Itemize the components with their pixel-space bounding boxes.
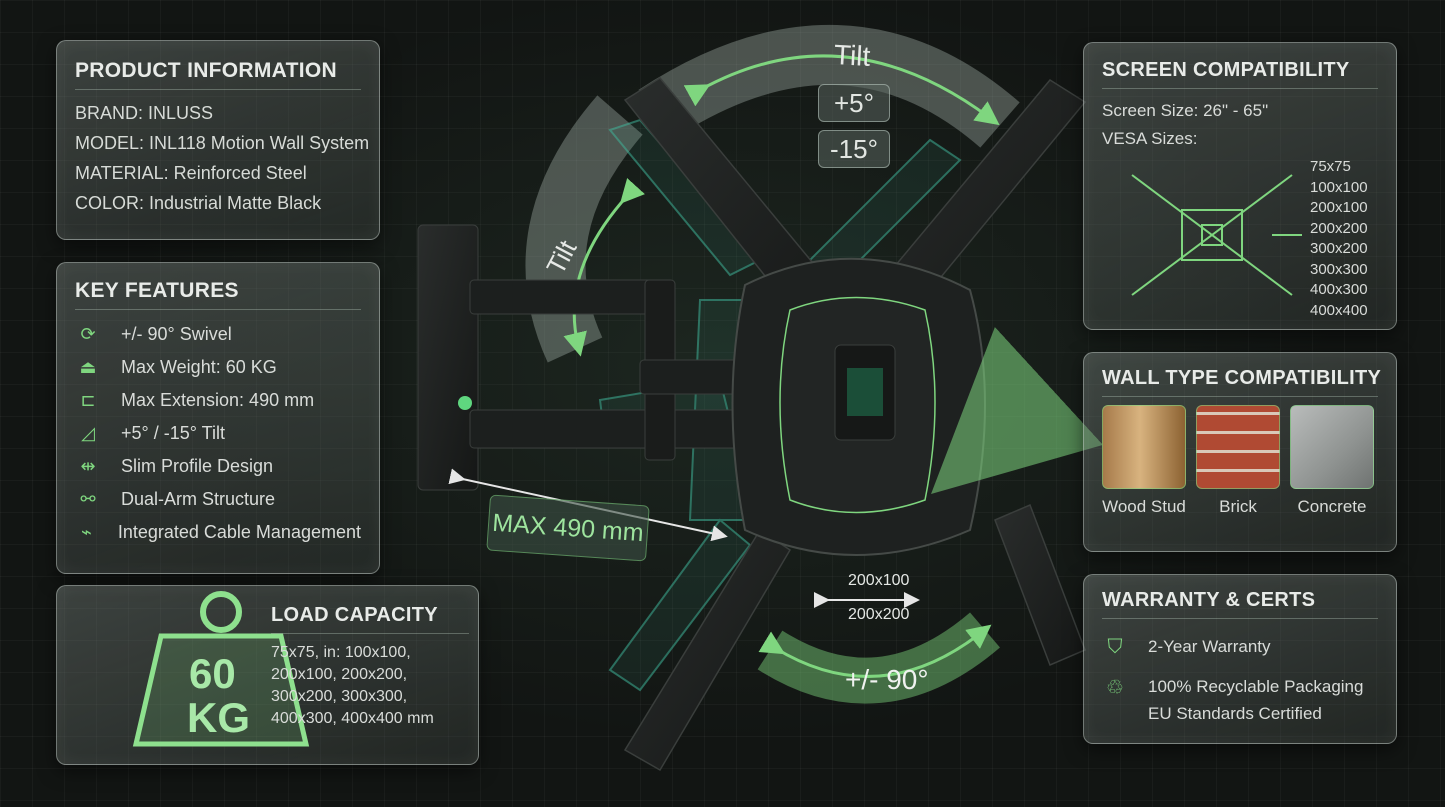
load-line: 400x300, 400x400 mm [271, 710, 434, 727]
vesa-size: 400x400 [1310, 301, 1368, 319]
warranty-panel: WARRANTY & CERTS ⛉ 2-Year Warranty ♲ 100… [1083, 574, 1397, 744]
wall-type-brick: Brick [1196, 405, 1280, 517]
product-info-panel: PRODUCT INFORMATION BRAND: INLUSS MODEL:… [56, 40, 380, 240]
feature-label: Integrated Cable Management [117, 522, 361, 542]
shield-icon: ⛉ [1107, 635, 1123, 658]
slim-profile-icon: ⇹ [80, 456, 96, 476]
wall-type-wood: Wood Stud [1102, 405, 1186, 517]
feature-label: Slim Profile Design [121, 456, 274, 476]
tilt-down-value: -15° [818, 130, 890, 168]
tilt-top-label: Tilt [833, 39, 872, 72]
feature-dual-arm: ⚯ Dual-Arm Structure [75, 483, 361, 516]
load-capacity-panel: 60 KG LOAD CAPACITY 75x75, in: 100x100, … [56, 585, 479, 765]
vesa-size: 200x100 [1310, 199, 1368, 216]
vesa-size: 300x200 [1310, 240, 1368, 257]
feature-label: +/- 90° Swivel [121, 324, 232, 344]
vesa-size: 75x75 [1310, 158, 1351, 175]
screen-compat-panel: SCREEN COMPATIBILITY Screen Size: 26" - … [1083, 42, 1397, 330]
wall-type-label: Wood Stud [1102, 497, 1186, 516]
eu-cert-label: EU Standards Certified [1148, 704, 1322, 723]
hole-spacing-2: 200x200 [848, 606, 910, 623]
key-features-title: KEY FEATURES [75, 279, 361, 310]
swivel-label: +/- 90° [845, 664, 929, 695]
warranty-label: 2-Year Warranty [1148, 637, 1271, 656]
vesa-size: 300x300 [1310, 260, 1368, 278]
tilt-icon: ◿ [81, 423, 95, 443]
vesa-size: 400x300 [1310, 281, 1368, 298]
wall-type-panel: WALL TYPE COMPATIBILITY Wood Stud Brick … [1083, 352, 1397, 552]
feature-extension: ⊏ Max Extension: 490 mm [75, 384, 361, 417]
wall-type-concrete: Concrete [1290, 405, 1374, 517]
feature-weight: ⏏ Max Weight: 60 KG [75, 351, 361, 384]
feature-label: Dual-Arm Structure [121, 489, 276, 509]
color-line: COLOR: Industrial Matte Black [75, 193, 322, 213]
vesa-size: 200x200 [1310, 219, 1368, 237]
feature-label: Max Weight: 60 KG [121, 357, 277, 377]
concrete-icon [1290, 405, 1374, 489]
screen-compat-title: SCREEN COMPATIBILITY [1102, 59, 1378, 89]
load-line: 200x100, 200x200, [271, 666, 408, 683]
vesa-size: 100x100 [1310, 178, 1368, 196]
material-line: MATERIAL: Reinforced Steel [75, 163, 307, 183]
wall-type-label: Brick [1219, 497, 1257, 516]
warranty-item: ⛉ 2-Year Warranty [1102, 627, 1378, 667]
load-line: 75x75, in: 100x100, [271, 644, 411, 661]
vesa-pattern-icon [1131, 174, 1302, 296]
recycle-label: 100% Recyclable Packaging [1148, 677, 1364, 696]
load-capacity-title: LOAD CAPACITY [271, 604, 469, 634]
max-extension-label: MAX 490 mm [486, 494, 650, 562]
brand-line: BRAND: INLUSS [75, 103, 214, 123]
brick-icon [1196, 405, 1280, 489]
swivel-icon: ⟳ [80, 324, 96, 344]
warranty-item: EU Standards Certified [1102, 701, 1378, 727]
tilt-arc-left [525, 95, 643, 363]
feature-label: +5° / -15° Tilt [121, 423, 225, 443]
product-info-title: PRODUCT INFORMATION [75, 59, 361, 90]
screen-size: Screen Size: 26" - 65" [1102, 101, 1269, 120]
feature-swivel: ⟳ +/- 90° Swivel [75, 318, 361, 351]
feature-slim: ⇹ Slim Profile Design [75, 450, 361, 483]
weight-icon [132, 591, 310, 747]
tilt-up-value: +5° [818, 84, 890, 122]
feature-cable: ⌁ Integrated Cable Management [75, 516, 361, 549]
weight-unit: KG [187, 694, 250, 741]
weight-icon: ⏏ [79, 357, 97, 377]
warranty-item: ♲ 100% Recyclable Packaging [1102, 673, 1378, 701]
dual-arm-icon: ⚯ [80, 489, 96, 509]
weight-number: 60 [189, 650, 236, 697]
load-line: 300x200, 300x300, [271, 688, 408, 705]
extension-icon: ⊏ [80, 390, 96, 410]
key-features-panel: KEY FEATURES ⟳ +/- 90° Swivel ⏏ Max Weight… [56, 262, 380, 574]
recycle-icon: ♲ [1106, 676, 1124, 699]
wall-type-label: Concrete [1297, 497, 1367, 516]
wood-stud-icon [1102, 405, 1186, 489]
model-line: MODEL: INL118 Motion Wall System [75, 133, 370, 153]
hole-spacing-1: 200x100 [848, 572, 910, 589]
wall-type-title: WALL TYPE COMPATIBILITY [1102, 367, 1381, 397]
feature-label: Max Extension: 490 mm [121, 390, 315, 410]
feature-tilt: ◿ +5° / -15° Tilt [75, 417, 361, 450]
vesa-label: VESA Sizes: [1102, 129, 1198, 148]
cable-icon: ⌁ [80, 522, 92, 542]
wall-plate [417, 224, 479, 491]
warranty-title: WARRANTY & CERTS [1102, 589, 1378, 619]
